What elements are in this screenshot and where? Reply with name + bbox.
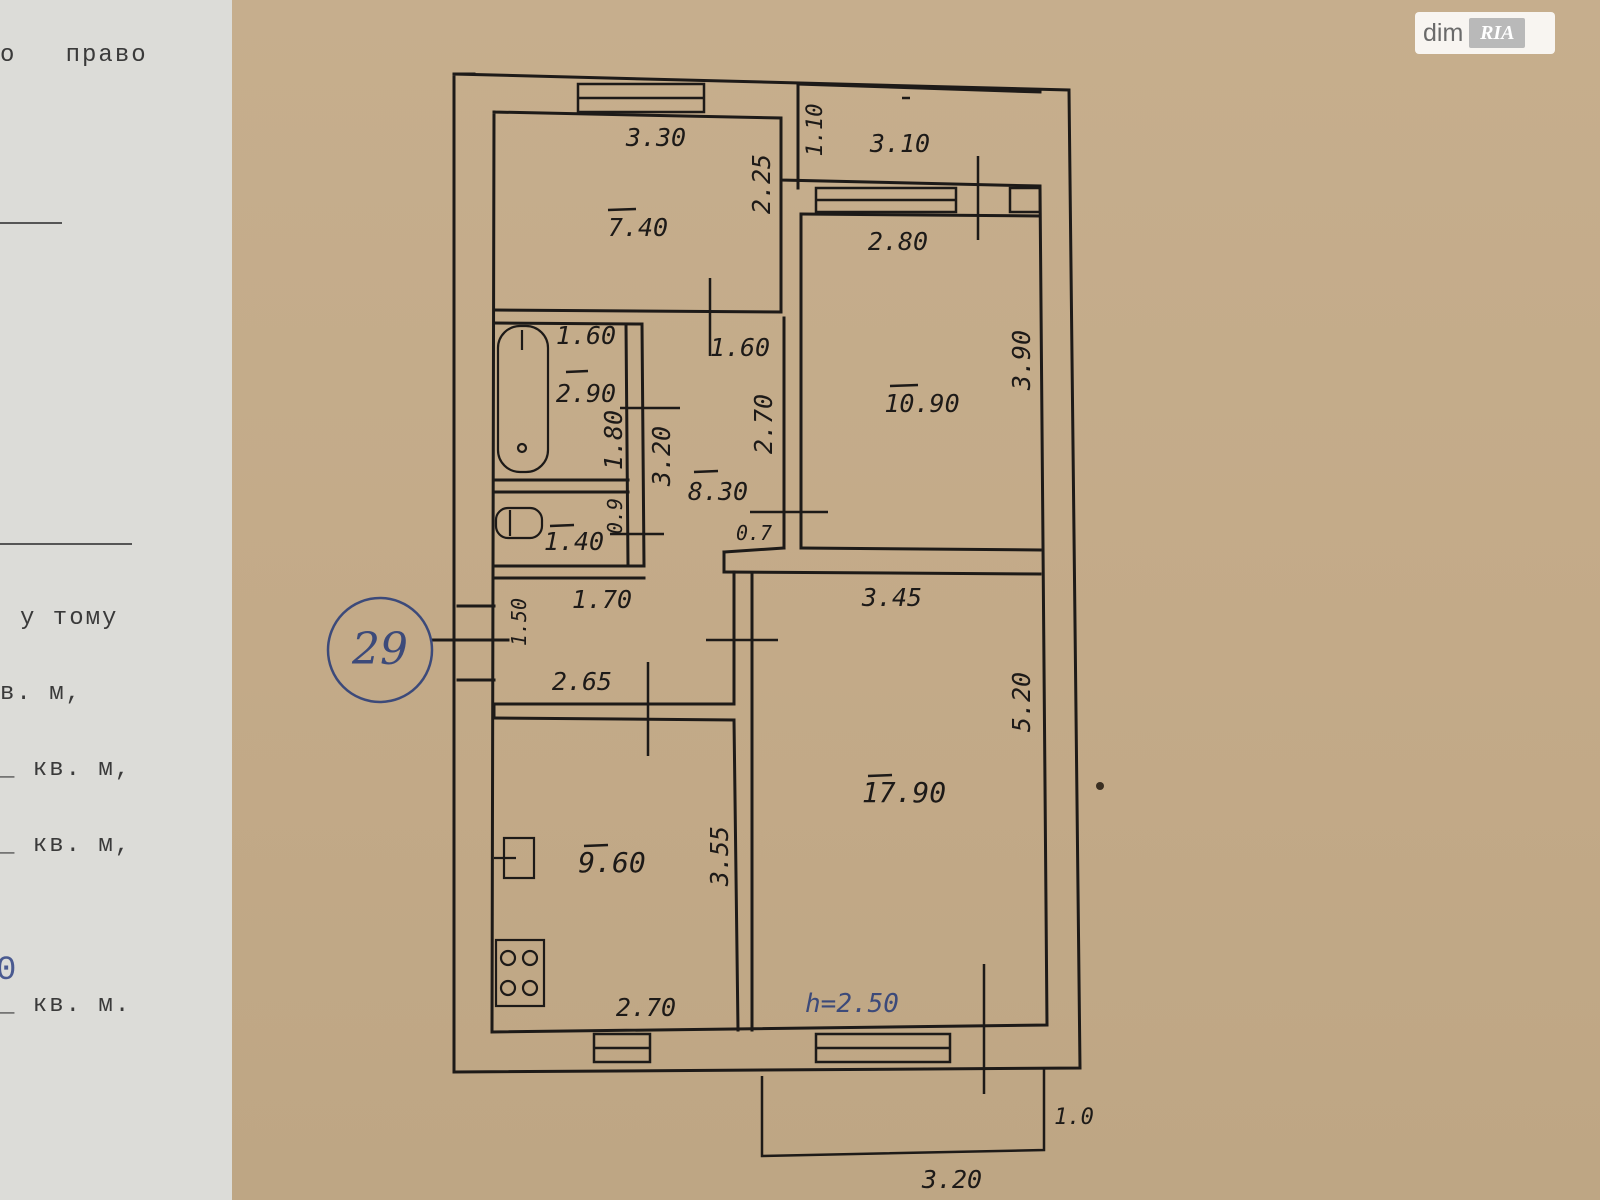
- dimension-label: 1.70: [572, 585, 632, 614]
- walls: [430, 72, 1082, 1074]
- room-area-label: 2.90: [556, 379, 616, 408]
- balcony-outline: [760, 1068, 1046, 1158]
- dimension-label: 1.60: [556, 321, 616, 350]
- dimension-label: 1.50: [507, 598, 531, 646]
- area-overlines: [549, 96, 919, 848]
- left-page-line: _ кв. м.: [0, 992, 132, 1019]
- left-page-line: о право: [0, 42, 148, 69]
- dimension-labels: 3.30 2.25 1.10 2.80 3.90 1.60 1.60 1.80 …: [507, 104, 1094, 1194]
- partition-wall: [722, 546, 786, 554]
- watermark-text: dim: [1423, 18, 1464, 47]
- outer-wall: [452, 72, 1082, 1074]
- apartment-number-circle: [326, 596, 434, 704]
- dimension-label: 3.30: [625, 123, 686, 152]
- partition-wall: [732, 718, 740, 1032]
- dimension-label: 3.45: [861, 583, 922, 612]
- partition-wall: [624, 322, 630, 568]
- room-area-label: 7.40: [608, 213, 668, 242]
- stove-burner-icon: [521, 949, 539, 967]
- dimension-label: 2.80: [868, 227, 928, 256]
- dimension-label: 3.90: [1007, 330, 1036, 391]
- area-overline: [693, 469, 719, 474]
- dimension-label: 0.9: [603, 498, 627, 534]
- door-marks: [610, 156, 986, 1094]
- room-area-label: 17.90: [862, 776, 946, 809]
- dimension-label: 1.10: [803, 104, 828, 157]
- dimension-label: 5.20: [1007, 672, 1036, 732]
- dimension-label: 0.7: [736, 521, 772, 545]
- stove-burner-icon: [499, 949, 517, 967]
- stove-burner-icon: [521, 979, 539, 997]
- area-overline: [583, 843, 609, 848]
- area-overline: [889, 383, 919, 388]
- room-area-label: 10.90: [884, 389, 959, 418]
- bottom-balcony: [760, 1068, 1046, 1158]
- balcony-door: [1008, 186, 1042, 214]
- fill-in-underline: [0, 543, 132, 545]
- left-page-line: у тому: [20, 605, 119, 632]
- left-page-line: _ кв. м,: [0, 756, 132, 783]
- partition-wall: [799, 546, 1042, 552]
- dimension-label: 3.55: [705, 826, 734, 887]
- area-overline: [549, 523, 575, 528]
- ceiling-height-note: h=2.50: [805, 989, 899, 1019]
- area-overline: [867, 773, 893, 778]
- stove-burner-icon: [499, 979, 517, 997]
- bathtub-icon: [496, 324, 550, 474]
- apartment-number: 29: [351, 624, 408, 675]
- dimension-label: 2.65: [552, 667, 612, 696]
- dimension-label: 2.70: [749, 394, 778, 454]
- room-area-label: 8.30: [688, 477, 748, 506]
- partition-wall: [492, 321, 644, 326]
- fill-in-underline: [0, 222, 62, 224]
- toilet-icon: [494, 506, 544, 540]
- stove-icon: [494, 938, 546, 1008]
- dimension-label: 3.20: [921, 1165, 982, 1194]
- partition-wall: [492, 716, 736, 722]
- room-area-label: 9.60: [578, 846, 645, 879]
- left-document-page: о право у тому в. м, _ кв. м, _ кв. м, 0…: [0, 0, 232, 1200]
- left-page-line: _ кв. м,: [0, 832, 132, 859]
- partition-wall: [492, 308, 783, 314]
- dimension-label: 3.20: [647, 426, 676, 487]
- dimension-label: 2.25: [747, 154, 776, 214]
- room-area-label: 3.10: [869, 129, 930, 158]
- fixtures: [494, 324, 550, 1008]
- dimension-label: 1.80: [599, 410, 628, 470]
- dimension-label: 1.0: [1054, 1105, 1094, 1130]
- bathtub-drain-icon: [516, 442, 528, 454]
- room-areas: 7.40 10.90 2.90 8.30 1.40 17.90 9.60 3.1…: [544, 129, 960, 879]
- windows: [576, 82, 1042, 1064]
- area-overline: [565, 369, 589, 374]
- left-page-line: в. м,: [0, 680, 83, 707]
- paper-speck: [1096, 782, 1104, 790]
- partition-wall: [722, 570, 1042, 576]
- dimension-label: 2.70: [616, 993, 676, 1022]
- watermark-logo-badge: RIA: [1469, 18, 1526, 48]
- handwritten-mark: 0: [0, 952, 19, 990]
- room-area-label: 1.40: [544, 527, 604, 556]
- balcony-top-wall: [796, 82, 1042, 94]
- dimension-label: 1.60: [710, 333, 770, 362]
- site-watermark: dim RIA: [1415, 12, 1555, 54]
- partition-wall: [640, 322, 646, 568]
- area-overline: [607, 207, 637, 212]
- partition-wall: [799, 212, 1042, 218]
